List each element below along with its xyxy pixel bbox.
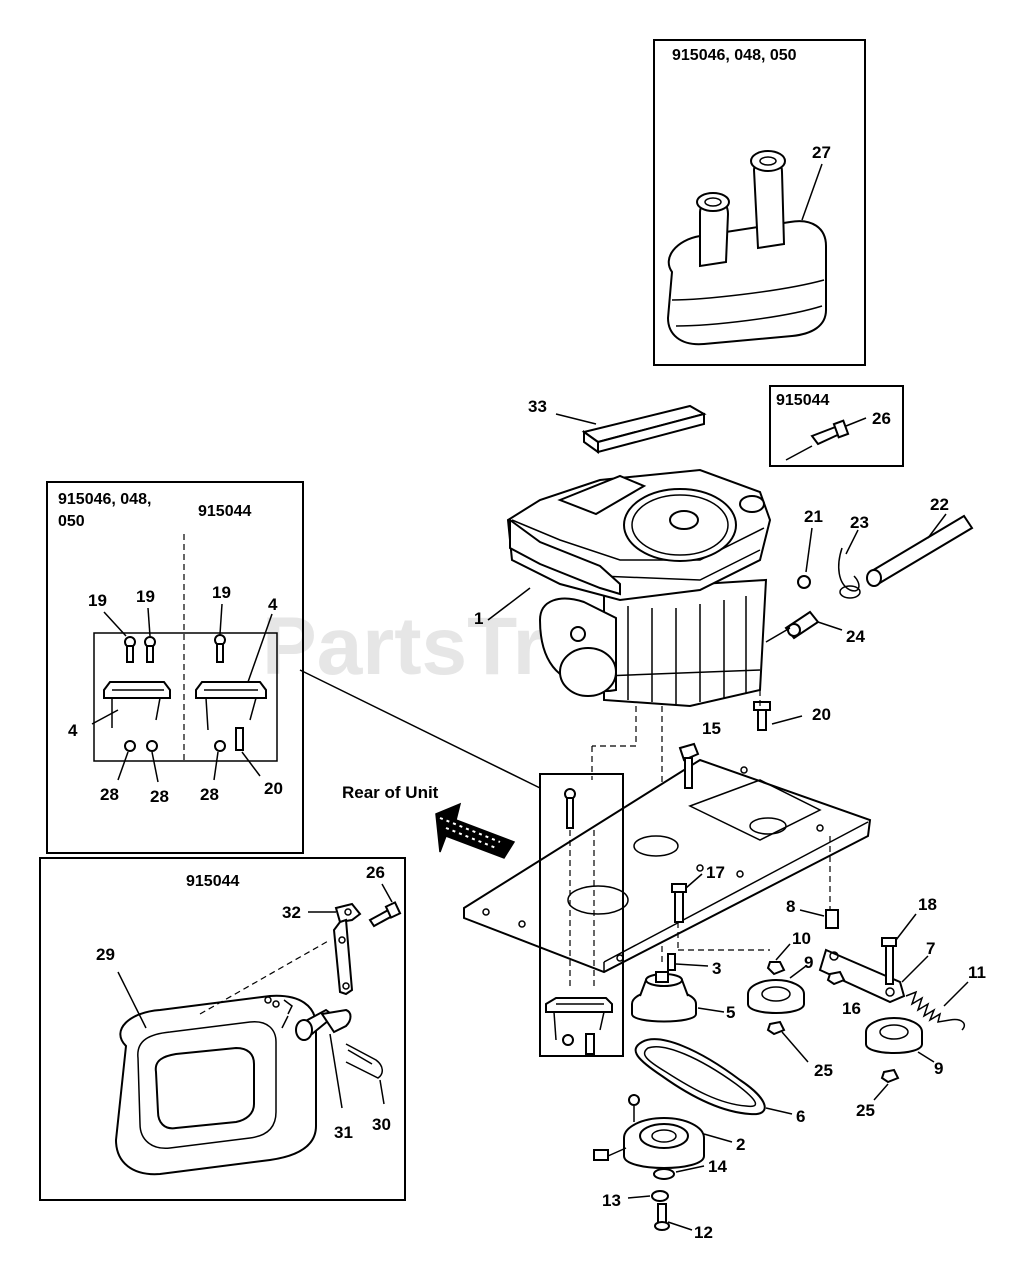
callout-28-b: 28 (150, 787, 169, 806)
callout-30: 30 (372, 1115, 391, 1134)
clutch-2: 2 (593, 1094, 745, 1169)
callout-27: 27 (812, 143, 831, 162)
idler-assembly: 8 10 9 25 7 18 16 11 (747, 895, 986, 1120)
callout-3: 3 (712, 959, 721, 978)
callout-10: 10 (792, 929, 811, 948)
callout-14: 14 (708, 1157, 727, 1176)
callout-28-a: 28 (100, 785, 119, 804)
callout-25-left: 25 (814, 1061, 833, 1080)
bracket-variant-box: 915046, 048, 050 915044 4 19 19 28 28 (46, 481, 304, 854)
callout-26-bottom: 26 (366, 863, 385, 882)
part-33-spacer: 33 (528, 397, 707, 454)
callout-33: 33 (528, 397, 547, 416)
callout-20-right: 20 (812, 705, 831, 724)
callout-26-top: 26 (872, 409, 891, 428)
rear-of-unit-label: Rear of Unit (342, 783, 439, 802)
belt-6: 6 (634, 1038, 805, 1126)
callout-25-right: 25 (856, 1101, 875, 1120)
fuel-line-parts: 21 23 22 24 (765, 495, 974, 646)
callout-11: 11 (968, 963, 986, 982)
bracket-detail-box (539, 773, 624, 1057)
callout-29: 29 (96, 945, 115, 964)
callout-1: 1 (474, 609, 483, 628)
pulley-5: 5 (631, 971, 735, 1023)
mounting-plate (463, 758, 872, 974)
callout-13: 13 (602, 1191, 621, 1210)
bolt-20: 20 (753, 701, 831, 731)
callout-23: 23 (850, 513, 869, 532)
muffler-bottom-box: 915044 29 32 26 31 (39, 857, 406, 1201)
key-3: 3 (667, 953, 721, 978)
muffler-bottom-box-title: 915044 (186, 873, 239, 890)
callout-19-a: 19 (88, 591, 107, 610)
bolt-17: 17 (671, 863, 770, 951)
callout-22: 22 (930, 495, 949, 514)
muffler-top-box-title: 915046, 048, 050 (672, 47, 797, 64)
callout-8: 8 (786, 897, 795, 916)
bracket-box-left-title-line1: 915046, 048, (58, 491, 151, 508)
callout-19-c: 19 (212, 583, 231, 602)
callout-9-bottom: 9 (934, 1059, 943, 1078)
rear-of-unit-indicator: Rear of Unit (342, 783, 516, 859)
callout-32: 32 (282, 903, 301, 922)
callout-20-left: 20 (264, 779, 283, 798)
callout-4-left: 4 (68, 721, 78, 740)
callout-24: 24 (846, 627, 865, 646)
callout-15: 15 (702, 719, 721, 738)
callout-21: 21 (804, 507, 823, 526)
callout-7: 7 (926, 939, 935, 958)
clutch-hardware: 14 13 12 (602, 1157, 727, 1242)
small-box-26: 915044 26 (769, 385, 904, 467)
bracket-box-left-title-line2: 050 (58, 513, 85, 530)
callout-28-c: 28 (200, 785, 219, 804)
callout-19-b: 19 (136, 587, 155, 606)
callout-6: 6 (796, 1107, 805, 1126)
small-box-26-title: 915044 (776, 392, 829, 409)
bracket-box-right-title: 915044 (198, 503, 251, 520)
callout-18: 18 (918, 895, 937, 914)
callout-17: 17 (706, 863, 725, 882)
callout-2: 2 (736, 1135, 745, 1154)
callout-9-top: 9 (804, 953, 813, 972)
callout-5: 5 (726, 1003, 735, 1022)
callout-16: 16 (842, 999, 861, 1018)
bolt-15: 15 (678, 719, 721, 789)
callout-12: 12 (694, 1223, 713, 1242)
muffler-top-box: 915046, 048, 050 27 (653, 39, 866, 366)
engine-assembly: 1 (474, 468, 772, 708)
callout-31: 31 (334, 1123, 353, 1142)
callout-4-right: 4 (268, 595, 278, 614)
